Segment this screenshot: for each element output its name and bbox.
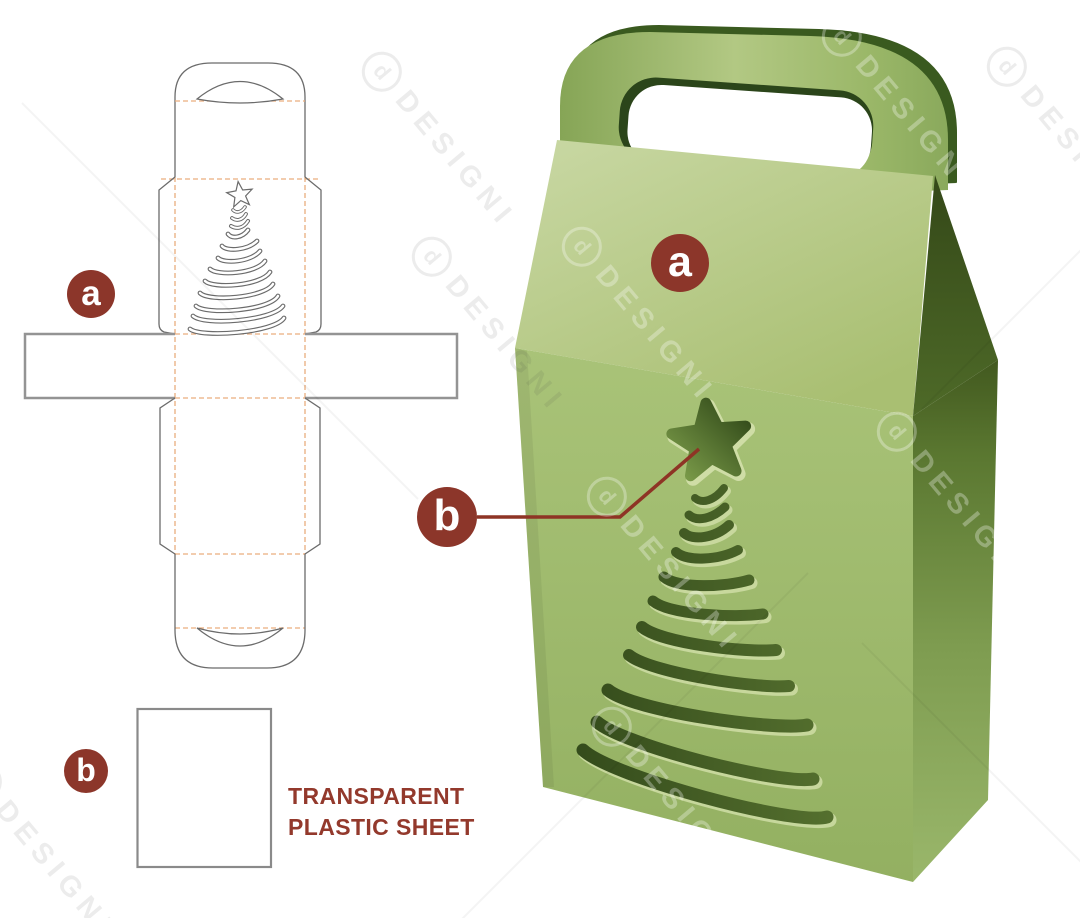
box-gable-flap	[515, 140, 933, 416]
marker-a-box: a	[651, 234, 709, 292]
dieline-left-wing	[23, 332, 175, 400]
dieline-bottom-flap	[174, 554, 306, 669]
dieline-handle-outline	[174, 62, 306, 177]
dieline-back-panel-left	[159, 397, 176, 555]
dieline-handle-slot	[195, 81, 285, 104]
dieline-bottom-slot	[196, 627, 284, 647]
marker-b-sheet: b	[64, 749, 108, 793]
box-gable-side	[913, 175, 998, 416]
caption-line-1: TRANSPARENT	[288, 783, 465, 809]
marker-b-box: b	[417, 487, 477, 547]
box-side-panel	[913, 360, 998, 882]
box-mockup	[477, 25, 998, 882]
dieline-right-wing	[305, 332, 459, 400]
dieline-fold-lines	[161, 100, 319, 629]
marker-a-dieline: a	[67, 270, 115, 318]
dieline-star-cutout	[225, 179, 254, 209]
dieline-back-panel-right	[304, 397, 321, 555]
caption-line-2: PLASTIC SHEET	[288, 814, 475, 840]
plastic-sheet-caption: TRANSPARENT PLASTIC SHEET	[288, 781, 475, 843]
dieline-front-panel-left	[158, 176, 176, 335]
dieline-front-panel-right	[304, 176, 322, 335]
tree-cutout	[576, 397, 834, 825]
box-front-edge-shade	[515, 348, 554, 787]
dieline-template	[23, 62, 459, 669]
star-cutout	[666, 397, 752, 482]
dieline-tree-cutout	[187, 205, 287, 336]
plastic-sheet-outline	[136, 707, 273, 869]
marker-b-leader-line	[477, 447, 701, 519]
